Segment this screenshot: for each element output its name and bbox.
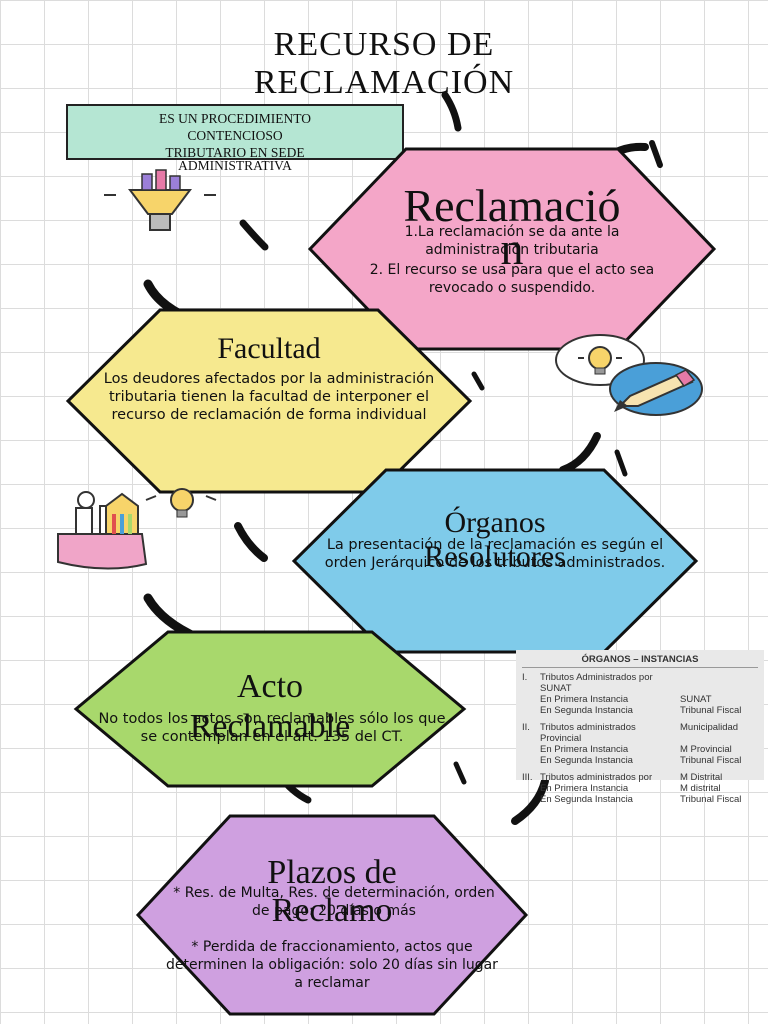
- section-title: n: [500, 223, 524, 274]
- table-cell: [680, 672, 758, 694]
- section-text: * Perdida de fraccionamiento, actos que …: [166, 939, 498, 991]
- table-cell-num: [522, 755, 540, 766]
- table-cell: Tribunal Fiscal: [680, 755, 742, 766]
- section-text: No todos los actos son reclamables sólo …: [98, 711, 446, 745]
- desk-icon: [57, 488, 217, 570]
- table-cell-num: [522, 744, 540, 755]
- section-facultad: Facultad Los deudores afectados por la a…: [64, 306, 474, 496]
- table-row: II. Tributos administrados Municipalidad: [522, 722, 758, 733]
- table-row: I. Tributos Administrados por SUNAT: [522, 672, 758, 694]
- arrow-icon: [234, 522, 268, 562]
- table-cell: SUNAT: [680, 694, 712, 705]
- table-cell: Tribunal Fiscal: [680, 794, 742, 805]
- table-cell: Tributos administrados por: [540, 772, 653, 783]
- table-cell-num: III.: [522, 772, 533, 783]
- section-title: Reclamable: [189, 708, 351, 745]
- section-title: Facultad: [217, 332, 321, 365]
- table-cell-num: [522, 733, 540, 744]
- table-cell: En Segunda Instancia: [540, 755, 633, 766]
- definition-box: ES UN PROCEDIMIENTO CONTENCIOSO TRIBUTAR…: [66, 104, 404, 173]
- section-text: 1.La reclamación se da ante la administr…: [404, 224, 620, 258]
- table-cell-num: II.: [522, 722, 530, 733]
- definition-line: ES UN PROCEDIMIENTO: [158, 111, 311, 126]
- section-organos: Órganos Resolutores La presentación de l…: [290, 466, 700, 656]
- pencil-icon: [609, 362, 703, 416]
- arrow-icon: [559, 432, 628, 477]
- table-row: En Segunda Instancia Tribunal Fiscal: [522, 705, 758, 716]
- table-cell: M distrital: [680, 783, 721, 794]
- section-title: Órganos: [444, 506, 546, 539]
- table-row: En Primera Instancia SUNAT: [522, 694, 758, 705]
- hexagon-shape: [73, 630, 467, 788]
- table-cell-num: [522, 794, 540, 805]
- table-cell-num: [522, 694, 540, 705]
- table-row: En Primera Instancia M Provincial: [522, 744, 758, 755]
- section-title: Acto: [236, 668, 304, 705]
- table-header: ÓRGANOS – INSTANCIAS: [522, 654, 758, 668]
- arrow-icon: [511, 777, 549, 825]
- table-cell: M Distrital: [680, 772, 723, 783]
- table-row: En Segunda Instancia Tribunal Fiscal: [522, 794, 758, 805]
- section-title: Reclamació: [403, 180, 621, 231]
- lamp-icon: [104, 169, 216, 231]
- table-cell: Tributos administrados: [540, 722, 636, 733]
- section-text: * Res. de Multa, Res. de determinación, …: [173, 885, 495, 919]
- section-text: 2. El recurso se usa para que el acto se…: [369, 262, 655, 296]
- table-row: En Segunda Instancia Tribunal Fiscal: [522, 755, 758, 766]
- section-title: Reclamo: [271, 892, 393, 929]
- table-cell-num: [522, 705, 540, 716]
- section-title: Plazos de: [267, 854, 397, 891]
- section-plazos: Plazos de Reclamo * Res. de Multa, Res. …: [134, 812, 530, 1018]
- arrow-icon: [441, 91, 462, 132]
- table-cell: En Primera Instancia: [540, 744, 629, 755]
- table-cell-num: [522, 783, 540, 794]
- table-cell: En Segunda Instancia: [540, 794, 633, 805]
- section-title: Resolutores: [424, 540, 566, 573]
- table-cell: [680, 733, 758, 744]
- page-title-line1: RECURSO DE: [273, 26, 495, 63]
- table-cell: Tributos Administrados por SUNAT: [540, 672, 653, 694]
- table-row: Provincial: [522, 733, 758, 744]
- section-acto: Acto Reclamable No todos los actos son r…: [72, 628, 468, 790]
- table-cell: Tribunal Fiscal: [680, 705, 742, 716]
- arrow-icon: [453, 761, 467, 785]
- section-reclamacion: Reclamació n 1.La reclamación se da ante…: [306, 145, 718, 353]
- table-cell-num: I.: [522, 672, 528, 683]
- table-row: III. Tributos administrados por M Distrita…: [522, 772, 758, 783]
- instances-table: ÓRGANOS – INSTANCIAS I. Tributos Administ…: [516, 650, 764, 805]
- table-group: III. Tributos administrados por M Distrita…: [522, 772, 758, 805]
- arrow-icon: [471, 371, 485, 391]
- section-text: La presentación de la reclamación es seg…: [324, 537, 666, 571]
- table-cell: M Provincial: [680, 744, 732, 755]
- section-text: Los deudores afectados por la administra…: [103, 371, 435, 423]
- table-cell: En Primera Instancia: [540, 694, 629, 705]
- definition-line: TRIBUTARIO EN SEDE: [165, 145, 305, 160]
- table-row: En Primera Instancia M distrital: [522, 783, 758, 794]
- arrow-icon: [239, 219, 269, 251]
- table-cell: En Segunda Instancia: [540, 705, 633, 716]
- table-cell: En Primera Instancia: [540, 783, 629, 794]
- hexagon-shape: [135, 814, 529, 1016]
- table-cell: Municipalidad: [680, 722, 739, 733]
- definition-line: CONTENCIOSO: [187, 128, 283, 143]
- page-title-line2: RECLAMACIÓN: [253, 64, 515, 101]
- table-cell: Provincial: [540, 733, 582, 744]
- definition-line: ADMINISTRATIVA: [178, 158, 292, 173]
